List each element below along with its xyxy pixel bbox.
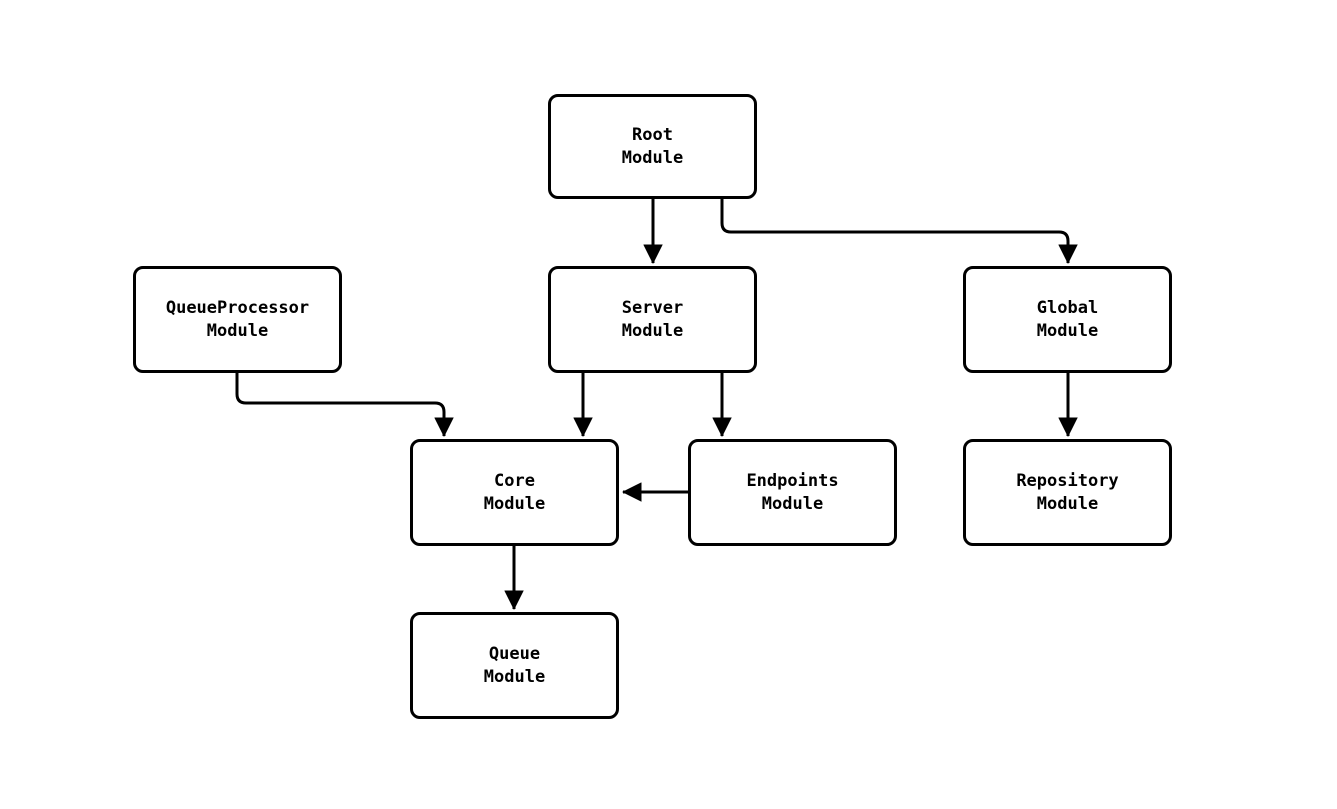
- node-label-line: Queue: [488, 644, 541, 665]
- node-label-line: Module: [761, 493, 824, 514]
- node-label-line: Module: [621, 147, 684, 168]
- node-label-line: Module: [483, 666, 546, 687]
- node-label-line: Global: [1036, 298, 1099, 319]
- edge-queueprocessor-to-core: [235, 373, 454, 437]
- node-label-line: Module: [1036, 320, 1099, 341]
- node-label-line: Module: [1036, 493, 1099, 514]
- node-label-line: QueueProcessor: [165, 298, 310, 319]
- edge-root-to-global: [720, 199, 1078, 264]
- node-label-line: Core: [494, 471, 535, 492]
- node-label-line: Module: [483, 493, 546, 514]
- node-label-line: Module: [206, 320, 269, 341]
- node-label-line: Root: [632, 125, 673, 146]
- node-label-line: Repository: [1016, 471, 1119, 492]
- node-label-line: Server: [621, 298, 684, 319]
- node-label-line: Module: [621, 320, 684, 341]
- node-label-line: Endpoints: [746, 471, 839, 492]
